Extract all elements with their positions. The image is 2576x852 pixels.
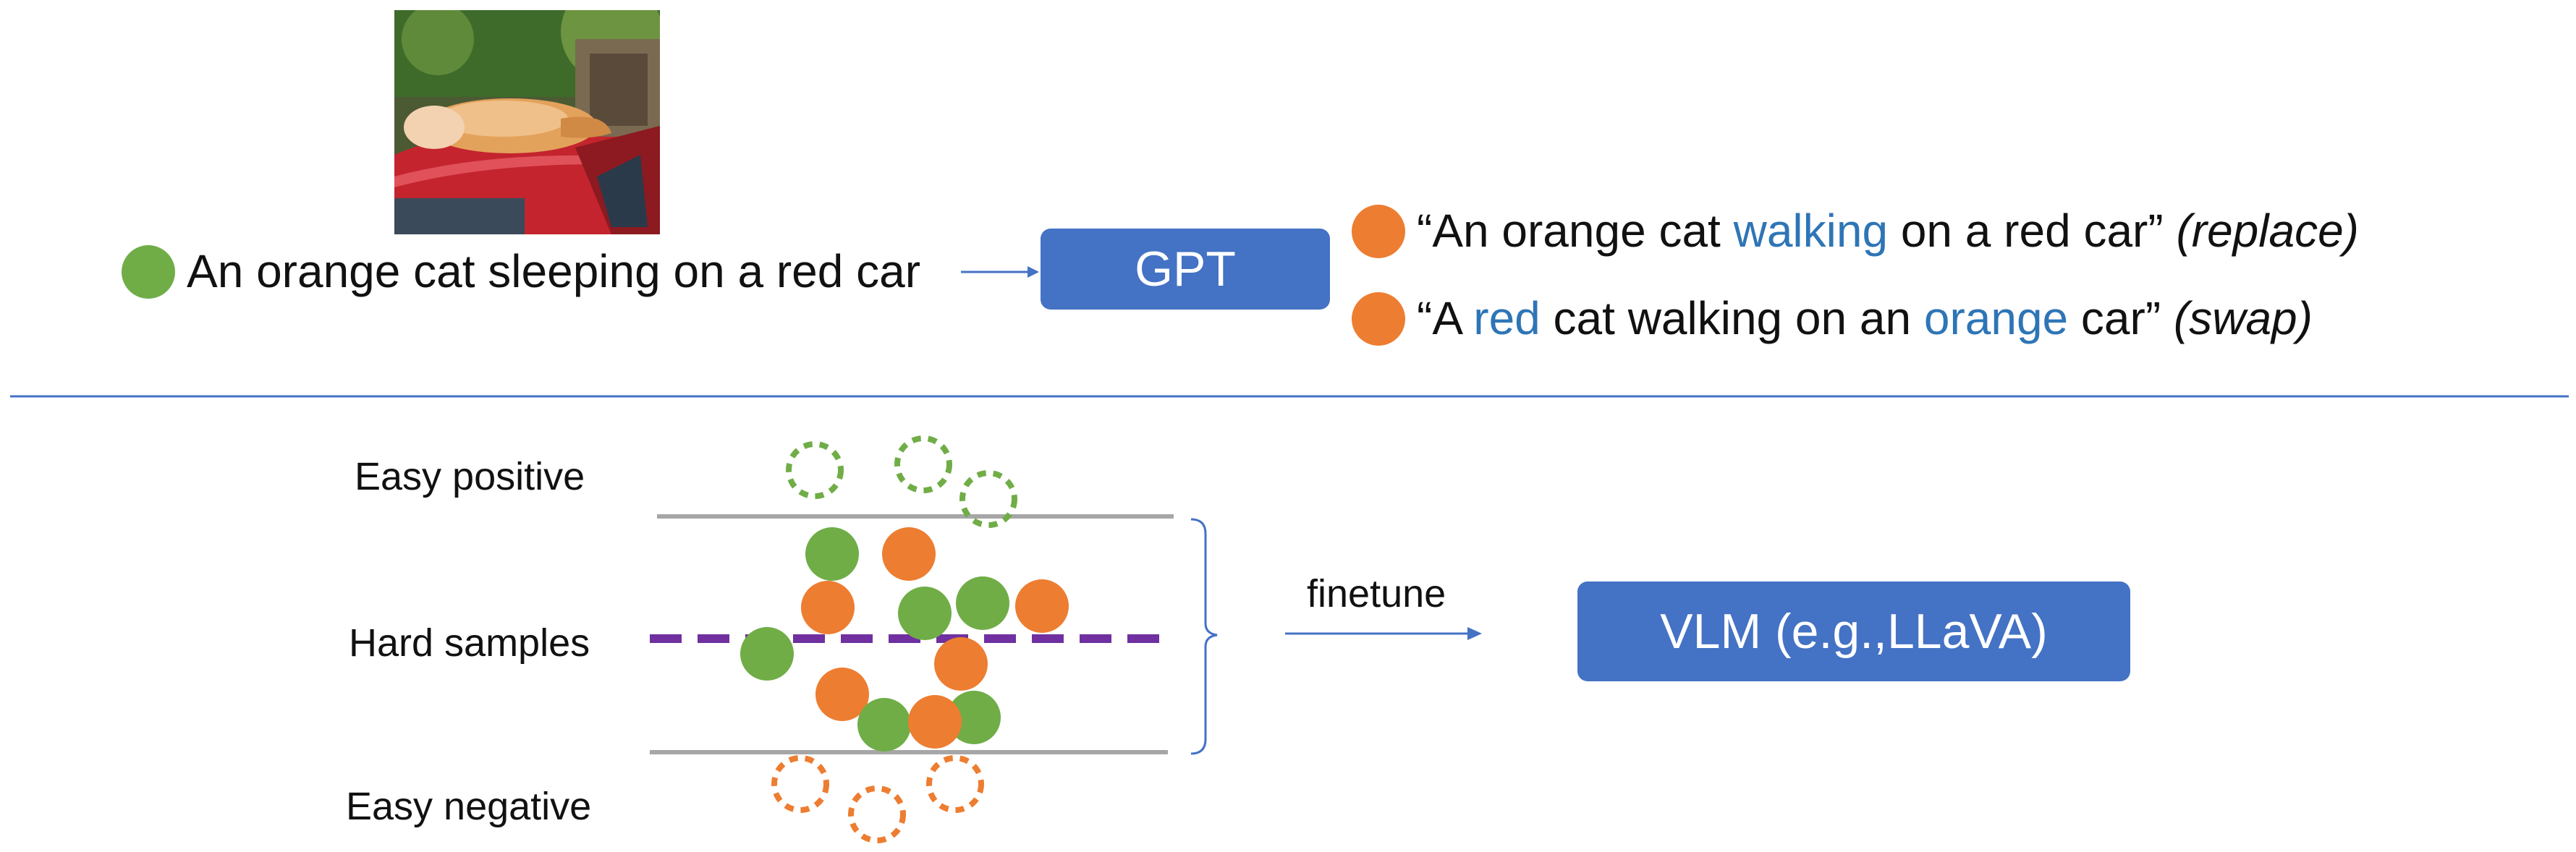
swap-tag: (swap) <box>2173 292 2313 344</box>
hard-negative-sample <box>934 637 988 691</box>
positive-dot-icon <box>122 245 175 299</box>
easy-positive-sample <box>894 435 952 493</box>
vlm-box: VLM (e.g.,LLaVA) <box>1577 582 2130 681</box>
replace-tag: (replace) <box>2176 205 2359 257</box>
easy-negative-sample <box>926 755 984 813</box>
negative-dot-icon <box>1352 205 1405 258</box>
negative-dot-icon <box>1352 292 1405 346</box>
hard-positive-sample <box>740 627 794 681</box>
replace-highlight-walking: walking <box>1733 205 1889 257</box>
swap-negative-caption: “A red cat walking on an orange car” (sw… <box>1417 295 2313 341</box>
brace <box>1190 518 1218 755</box>
easy-negative-label: Easy negative <box>346 785 592 828</box>
hard-negative-sample <box>801 581 855 634</box>
gpt-box: GPT <box>1041 229 1330 310</box>
replace-text-2: on a red car” <box>1888 205 2177 257</box>
easy-positive-sample <box>786 441 844 499</box>
hard-negative-sample <box>908 695 962 749</box>
swap-highlight-red: red <box>1473 292 1541 344</box>
cat-photo-icon <box>394 10 660 234</box>
hard-samples-label: Hard samples <box>349 621 590 665</box>
swap-highlight-orange: orange <box>1923 292 2069 344</box>
swap-text-2: cat walking on an <box>1540 292 1924 344</box>
hard-positive-sample <box>898 587 952 640</box>
swap-text-1: “A <box>1417 292 1474 344</box>
finetune-label: finetune <box>1307 572 1446 615</box>
hard-negative-sample <box>815 668 869 721</box>
easy-positive-label: Easy positive <box>355 455 585 498</box>
hard-positive-sample <box>947 691 1001 744</box>
cat-on-car-image <box>394 10 660 234</box>
hard-positive-sample <box>956 576 1009 630</box>
source-caption: An orange cat sleeping on a red car <box>187 245 920 297</box>
hard-positive-sample <box>857 698 911 751</box>
replace-negative-caption: “An orange cat walking on a red car” (re… <box>1417 208 2359 254</box>
hard-negative-sample <box>882 527 936 581</box>
hard-negative-sample <box>1015 579 1069 633</box>
easy-negative-sample <box>848 785 906 843</box>
replace-text-1: “An orange cat <box>1417 205 1734 257</box>
swap-text-3: car” <box>2068 292 2174 344</box>
easy-positive-sample <box>959 470 1017 528</box>
easy-negative-sample <box>771 755 829 813</box>
hard-positive-sample <box>805 527 859 581</box>
